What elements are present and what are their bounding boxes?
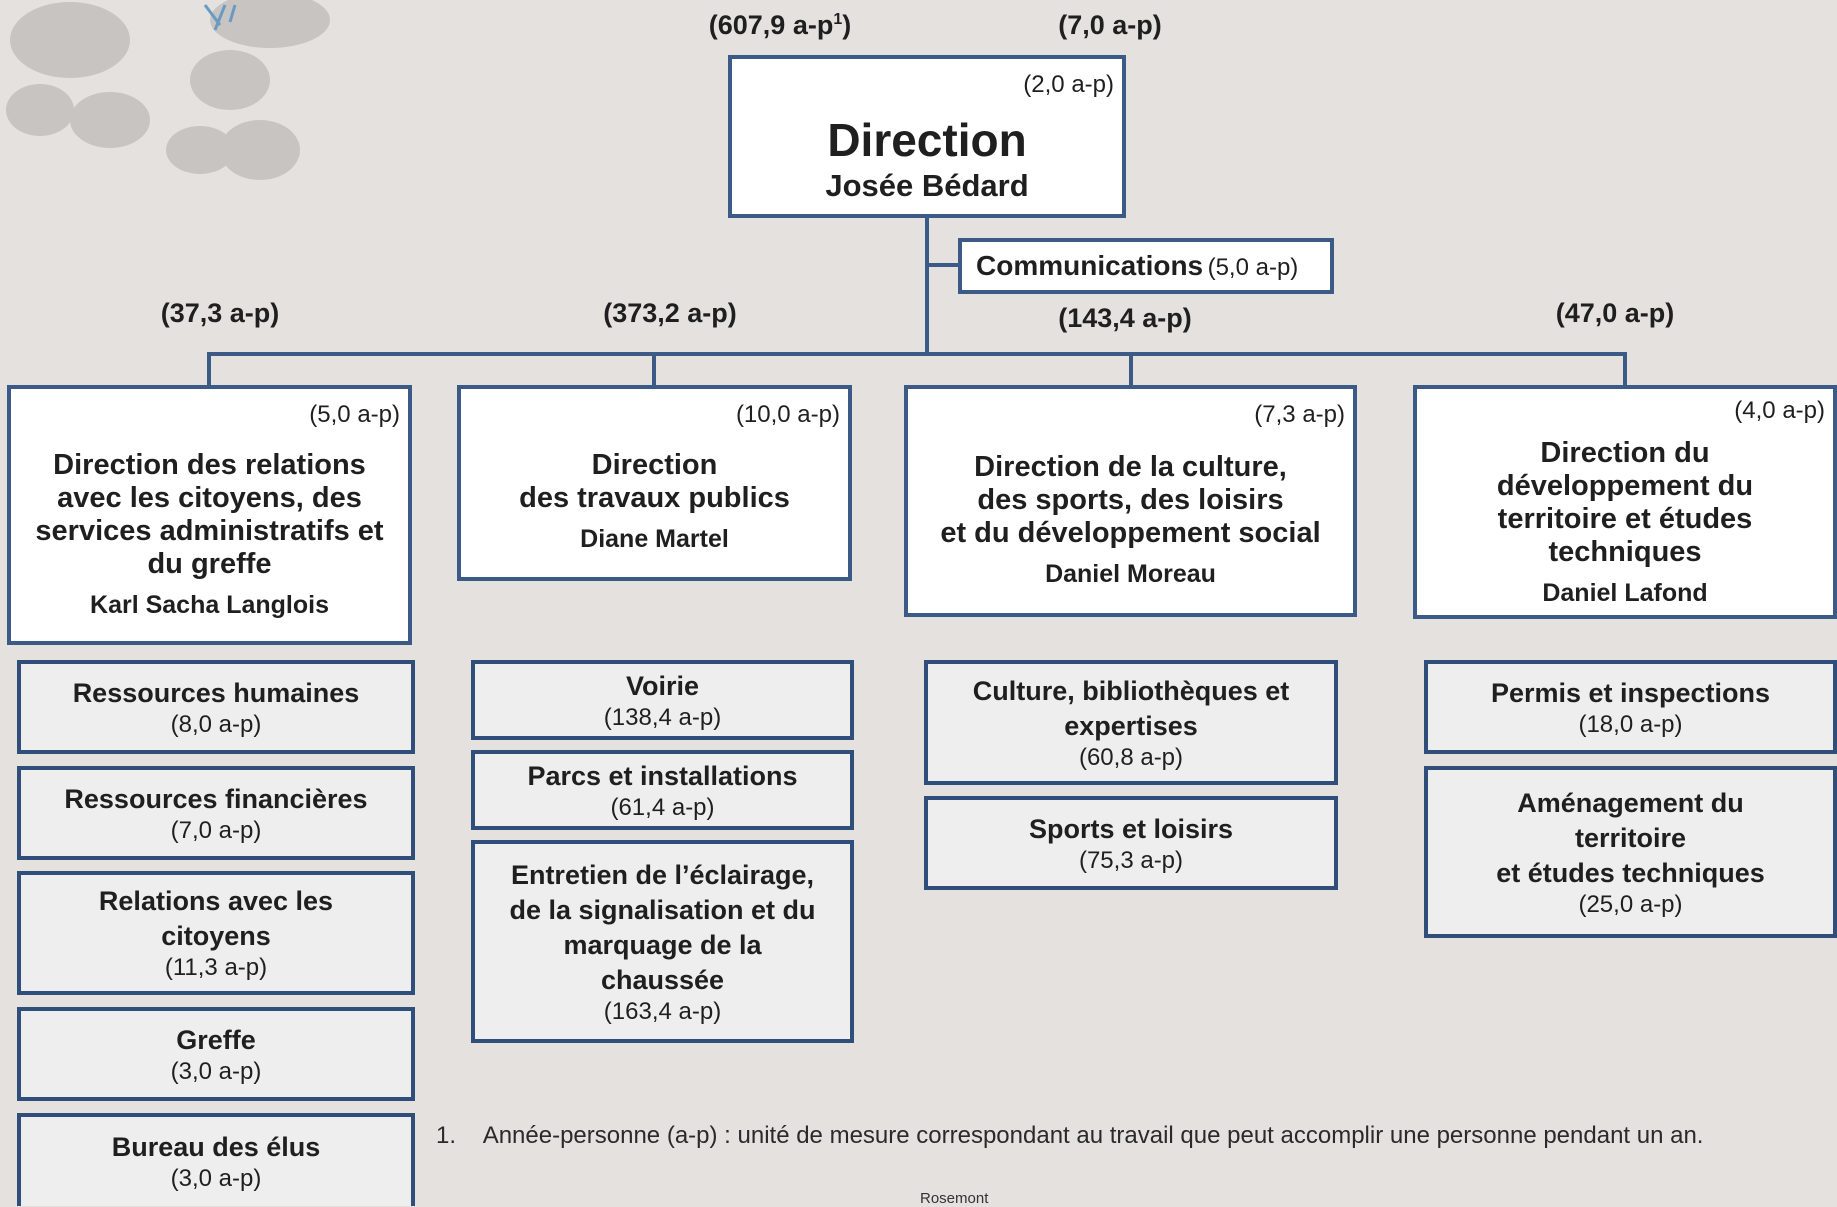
connector-horizontal bbox=[207, 352, 1627, 356]
col4-direction-title-line: territoire et études bbox=[1497, 503, 1753, 535]
unit-title: Bureau des élus bbox=[111, 1132, 321, 1162]
unit-title: Sports et loisirs bbox=[1028, 813, 1234, 844]
unit-box: Culture, bibliothèques et expertises (60… bbox=[924, 660, 1338, 785]
unit-title: et études techniques bbox=[1496, 857, 1765, 888]
col3-direction-box: (7,3 a-p) Direction de la culture, des s… bbox=[904, 385, 1357, 617]
unit-title: Voirie bbox=[625, 670, 700, 701]
col2-total: (373,2 a-p) bbox=[603, 298, 737, 328]
col4-direction-name: Daniel Lafond bbox=[1542, 579, 1708, 607]
unit-ap: (163,4 a-p) bbox=[603, 997, 722, 1025]
unit-ap: (60,8 a-p) bbox=[1078, 743, 1184, 771]
col3-direction-title-line: des sports, des loisirs bbox=[977, 484, 1284, 516]
unit-box: Aménagement du territoire et études tech… bbox=[1424, 766, 1837, 938]
unit-ap: (25,0 a-p) bbox=[1578, 890, 1683, 918]
unit-title: Ressources humaines bbox=[72, 677, 360, 708]
unit-box: Ressources financières (7,0 a-p) bbox=[17, 766, 415, 860]
connector-col1 bbox=[207, 352, 211, 387]
col2-direction-box: (10,0 a-p) Direction des travaux publics… bbox=[457, 385, 852, 581]
col4-total: (47,0 a-p) bbox=[1555, 298, 1675, 328]
col1-direction-title-line: avec les citoyens, des bbox=[57, 482, 362, 514]
unit-title: Entretien de l’éclairage, bbox=[510, 859, 815, 890]
footnote-text: Année-personne (a-p) : unité de mesure c… bbox=[482, 1122, 1704, 1149]
connector-col3 bbox=[1129, 352, 1133, 387]
unit-ap: (75,3 a-p) bbox=[1078, 846, 1184, 874]
unit-title: Permis et inspections bbox=[1490, 677, 1771, 708]
communications-label: Communications bbox=[976, 250, 1204, 281]
footnote: 1. Année-personne (a-p) : unité de mesur… bbox=[436, 1122, 1703, 1150]
connector-communications bbox=[925, 263, 959, 267]
col4-direction-ap: (4,0 a-p) bbox=[1734, 397, 1825, 424]
col4-direction-title-line: techniques bbox=[1548, 536, 1702, 568]
col1-direction-title-line: Direction des relations bbox=[53, 449, 366, 481]
col1-direction-box: (5,0 a-p) Direction des relations avec l… bbox=[7, 385, 412, 645]
unit-box: Sports et loisirs (75,3 a-p) bbox=[924, 796, 1338, 890]
unit-box: Relations avec les citoyens (11,3 a-p) bbox=[17, 871, 415, 995]
col2-direction-name: Diane Martel bbox=[580, 525, 729, 553]
top-total-left: (607,9 a-p1) bbox=[708, 10, 852, 40]
unit-ap: (61,4 a-p) bbox=[610, 793, 715, 821]
col1-total: (37,3 a-p) bbox=[160, 298, 280, 328]
col2-direction-title-line: Direction bbox=[591, 449, 718, 481]
unit-box: Greffe (3,0 a-p) bbox=[17, 1007, 415, 1101]
leaf-decoration bbox=[6, 0, 330, 180]
unit-box: Permis et inspections (18,0 a-p) bbox=[1424, 660, 1837, 754]
unit-title: chaussée bbox=[600, 964, 725, 995]
col3-direction-title-line: et du développement social bbox=[940, 517, 1321, 549]
col3-total: (143,4 a-p) bbox=[1058, 303, 1192, 333]
unit-ap: (18,0 a-p) bbox=[1578, 710, 1683, 738]
unit-box: Voirie (138,4 a-p) bbox=[471, 660, 854, 740]
col3-direction-ap: (7,3 a-p) bbox=[1254, 401, 1345, 428]
unit-box: Parcs et installations (61,4 a-p) bbox=[471, 750, 854, 830]
unit-box: Entretien de l’éclairage, de la signalis… bbox=[471, 840, 854, 1043]
col1-direction-ap: (5,0 a-p) bbox=[309, 401, 400, 428]
unit-title: citoyens bbox=[161, 921, 271, 951]
direction-title: Direction bbox=[827, 114, 1027, 166]
col4-direction-title-line: développement du bbox=[1496, 470, 1754, 502]
unit-title: territoire bbox=[1574, 822, 1687, 853]
unit-title: Ressources financières bbox=[64, 783, 368, 814]
unit-title: Aménagement du bbox=[1517, 787, 1744, 818]
top-total-right: (7,0 a-p) bbox=[1058, 10, 1162, 40]
unit-ap: (3,0 a-p) bbox=[170, 1165, 262, 1192]
direction-box: (2,0 a-p) Direction Josée Bédard bbox=[728, 55, 1126, 218]
unit-ap: (11,3 a-p) bbox=[164, 954, 268, 981]
communications-box: Communications (5,0 a-p) bbox=[958, 238, 1334, 294]
unit-title: Parcs et installations bbox=[527, 760, 798, 791]
unit-title: Greffe bbox=[176, 1024, 256, 1055]
unit-box: Ressources humaines (8,0 a-p) bbox=[17, 660, 415, 754]
unit-ap: (7,0 a-p) bbox=[170, 816, 262, 844]
col1-direction-name: Karl Sacha Langlois bbox=[90, 591, 329, 619]
col2-direction-ap: (10,0 a-p) bbox=[735, 401, 840, 428]
unit-box: Bureau des élus (3,0 a-p) bbox=[17, 1113, 415, 1206]
unit-ap: (3,0 a-p) bbox=[170, 1057, 262, 1085]
footnote-number: 1. bbox=[436, 1122, 457, 1149]
col3-direction-name: Daniel Moreau bbox=[1045, 560, 1216, 588]
connector-main-vertical bbox=[925, 218, 929, 355]
direction-name: Josée Bédard bbox=[825, 168, 1029, 203]
logo-text: Rosemont bbox=[920, 1190, 989, 1207]
unit-ap: (138,4 a-p) bbox=[603, 703, 722, 731]
connector-col2 bbox=[652, 352, 656, 387]
unit-title: expertises bbox=[1064, 710, 1198, 741]
col4-direction-box: (4,0 a-p) Direction du développement du … bbox=[1413, 385, 1837, 619]
unit-title: de la signalisation et du bbox=[509, 894, 816, 925]
unit-title: Relations avec les bbox=[98, 886, 334, 916]
col1-direction-title-line: services administratifs et bbox=[35, 515, 384, 547]
direction-ap: (2,0 a-p) bbox=[1023, 71, 1114, 98]
unit-title: marquage de la bbox=[563, 929, 762, 960]
col4-direction-title-line: Direction du bbox=[1540, 437, 1710, 469]
col1-direction-title-line: du greffe bbox=[147, 548, 272, 580]
unit-ap: (8,0 a-p) bbox=[170, 710, 262, 738]
col2-direction-title-line: des travaux publics bbox=[519, 482, 790, 514]
communications-ap: (5,0 a-p) bbox=[1207, 254, 1299, 281]
connector-col4 bbox=[1623, 352, 1627, 387]
unit-title: Culture, bibliothèques et bbox=[972, 675, 1290, 706]
col3-direction-title-line: Direction de la culture, bbox=[974, 451, 1287, 483]
